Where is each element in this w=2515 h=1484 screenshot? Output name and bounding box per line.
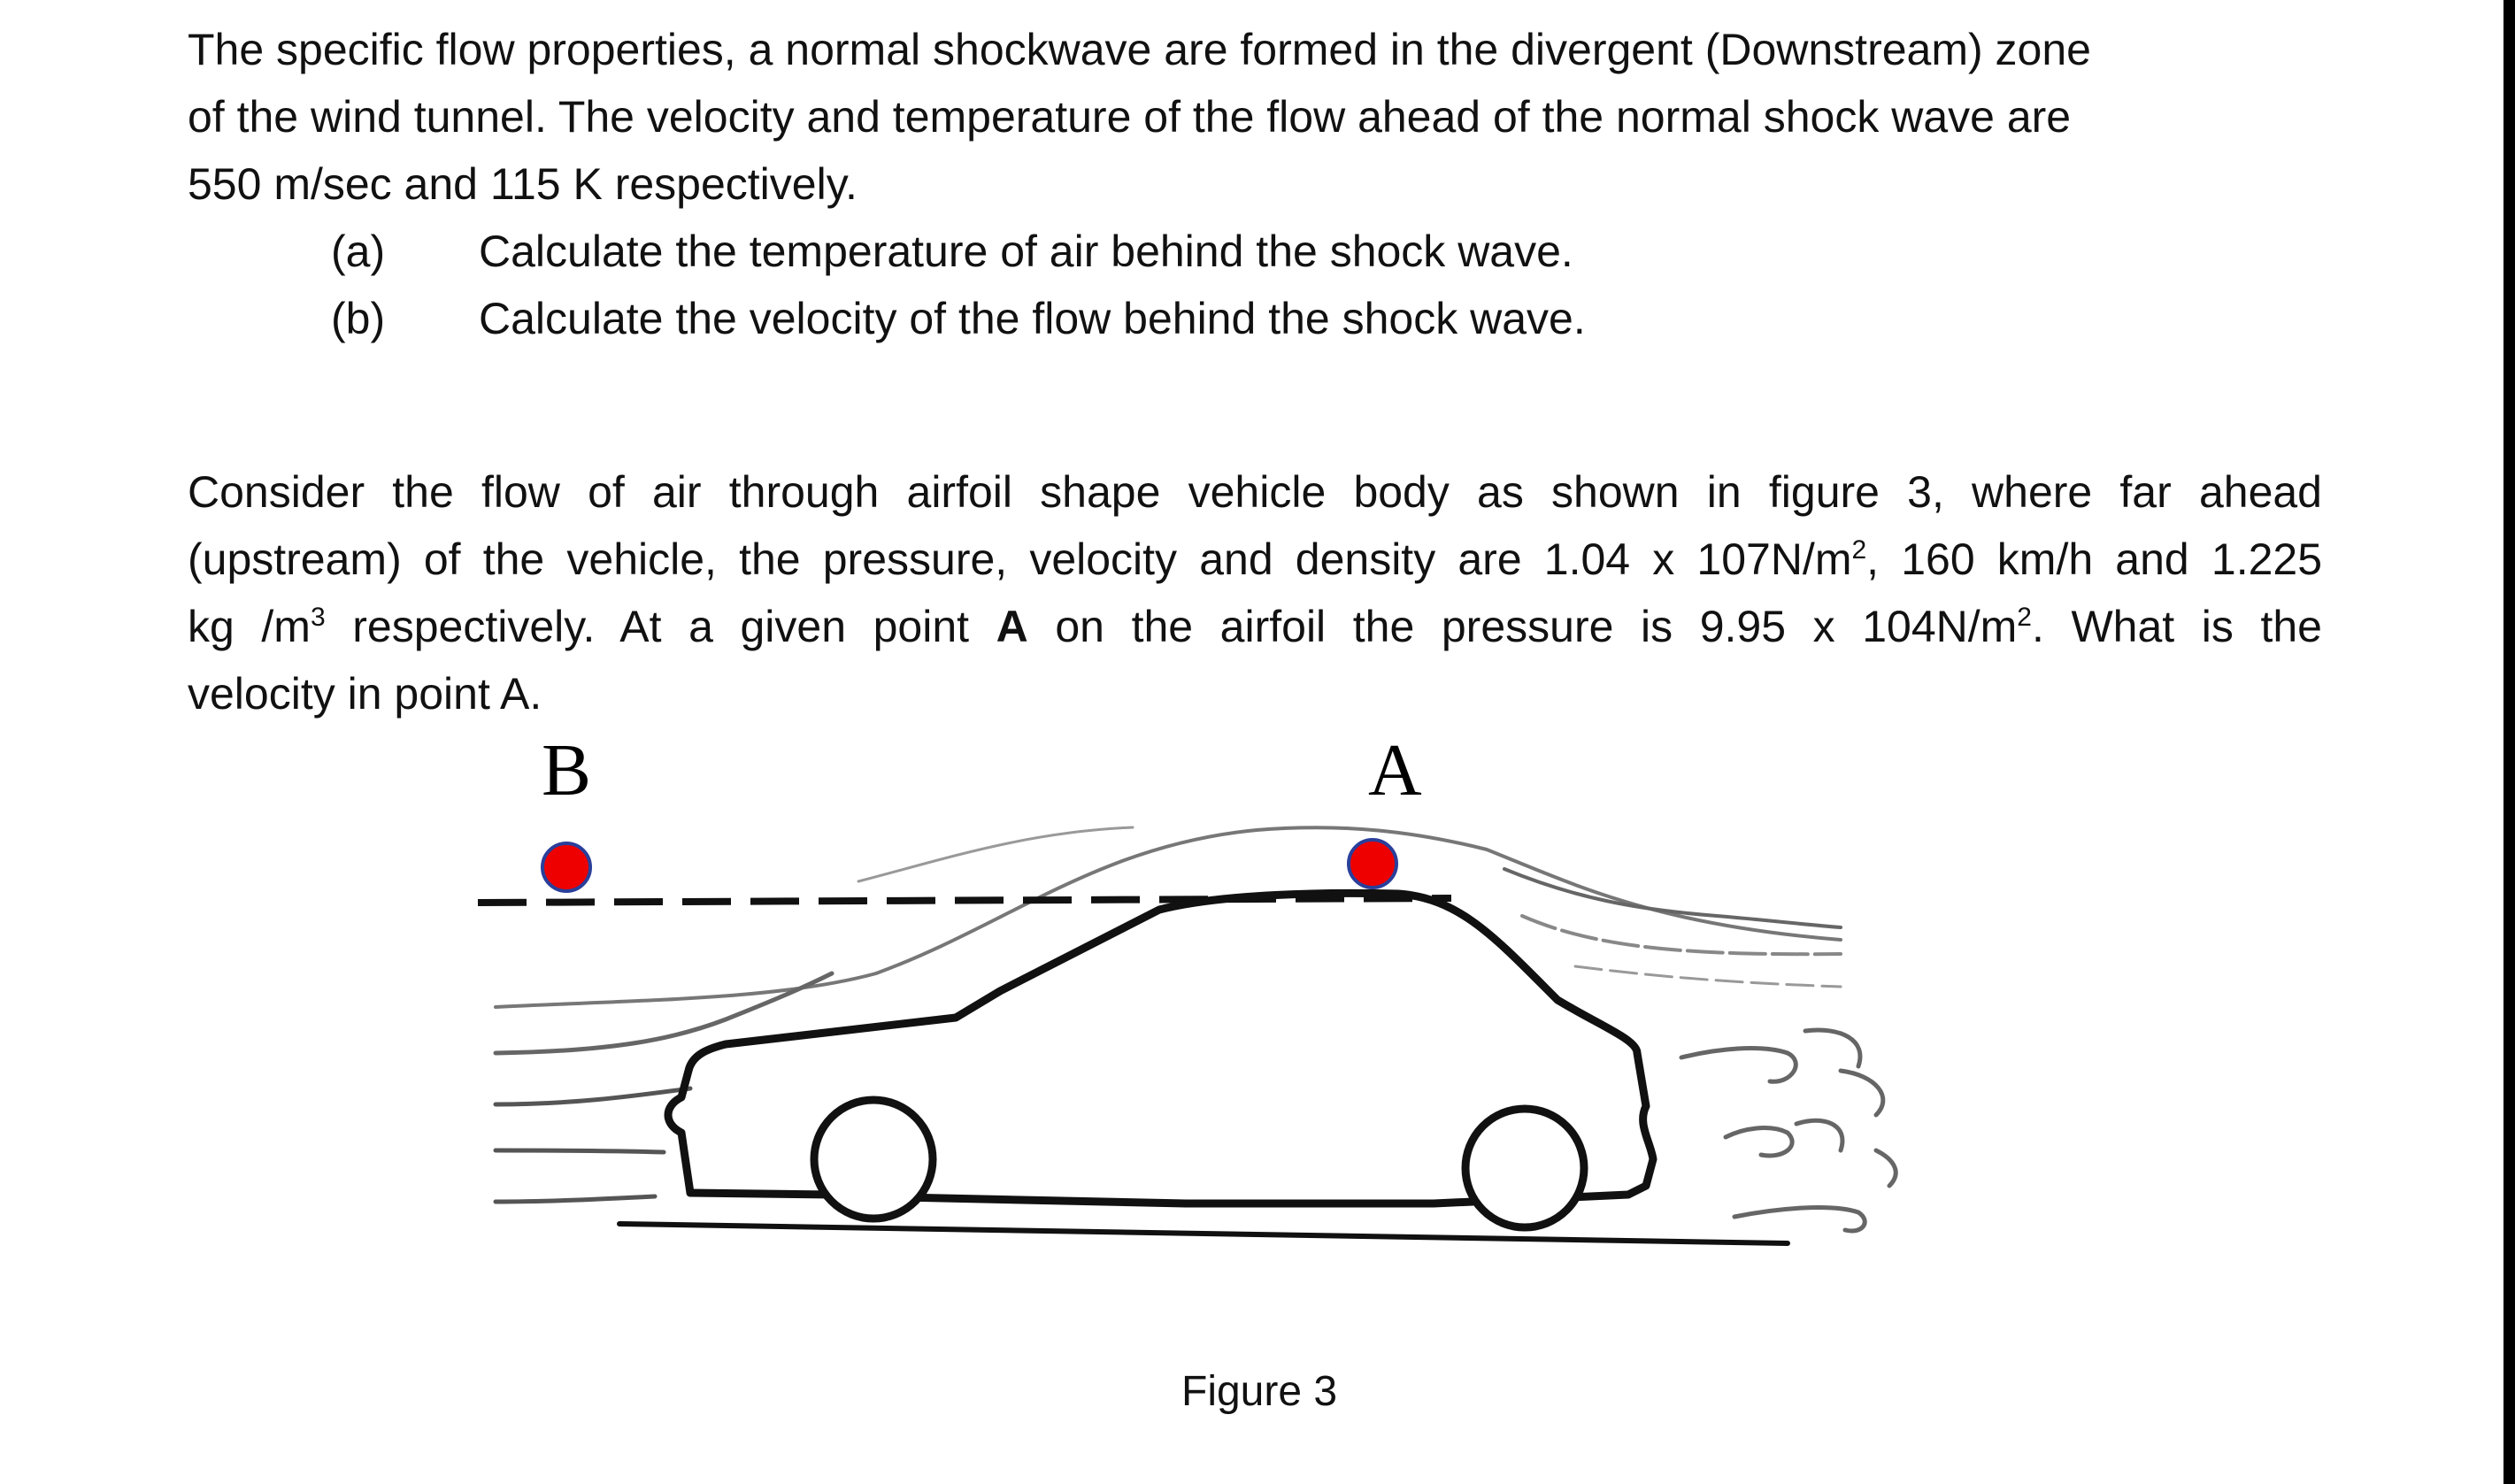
point-b-label: B: [542, 734, 591, 811]
problem-2-line-2: (upstream) of the vehicle, the pressure,…: [188, 526, 2322, 593]
wake-vortices: [1679, 1027, 1898, 1234]
problem-2-line-3-d: . What is the: [2031, 602, 2322, 651]
problem-1-line-2: of the wind tunnel. The velocity and tem…: [188, 92, 2072, 142]
problem-2-line-1: Consider the flow of air through airfoil…: [188, 467, 2322, 517]
point-a-bold: A: [996, 602, 1028, 651]
item-a-label: (a): [331, 227, 386, 276]
figure-caption: Figure 3: [1181, 1368, 1338, 1415]
right-edge-bar: [2503, 0, 2515, 1484]
problem-2-line-4: velocity in point A.: [188, 669, 542, 719]
point-b-marker: [541, 842, 592, 893]
problem-1-line-3: 550 m/sec and 115 K respectively.: [188, 159, 858, 209]
superscript-2: 2: [1851, 535, 1867, 565]
car-wheels: [810, 1096, 1588, 1232]
item-b-text: Calculate the velocity of the flow behin…: [479, 294, 1586, 343]
reference-dashed-line: [477, 895, 1452, 906]
item-b-label: (b): [331, 294, 386, 343]
problem-2-line-2-b: , 160 km/h and 1.225: [1866, 534, 2323, 584]
rear-wheel: [1461, 1104, 1588, 1232]
car-body: [617, 888, 1790, 1246]
superscript-2b: 2: [2017, 603, 2032, 632]
problem-2-line-3-a: kg /m: [188, 602, 311, 651]
problem-1-line-1: The specific flow properties, a normal s…: [188, 25, 2091, 74]
problem-2-line-3-b: respectively. At a given point: [325, 602, 996, 651]
point-a-marker: [1347, 838, 1398, 889]
superscript-3: 3: [310, 603, 326, 632]
problem-2-line-3-c: on the airfoil the pressure is 9.95 x 10…: [1027, 602, 2018, 651]
problem-2-text: Consider the flow of air through airfoil…: [188, 458, 2322, 727]
point-a-label: A: [1368, 734, 1422, 811]
streamlines: [493, 826, 1842, 1204]
car-airflow-figure: B A: [477, 734, 1898, 1246]
item-a-text: Calculate the temperature of air behind …: [479, 227, 1573, 276]
problem-2-line-2-a: (upstream) of the vehicle, the pressure,…: [188, 534, 1852, 584]
problem-2-line-3: kg /m3 respectively. At a given point A …: [188, 593, 2322, 660]
problem-1-text: The specific flow properties, a normal s…: [188, 16, 2091, 218]
front-wheel: [810, 1096, 937, 1223]
